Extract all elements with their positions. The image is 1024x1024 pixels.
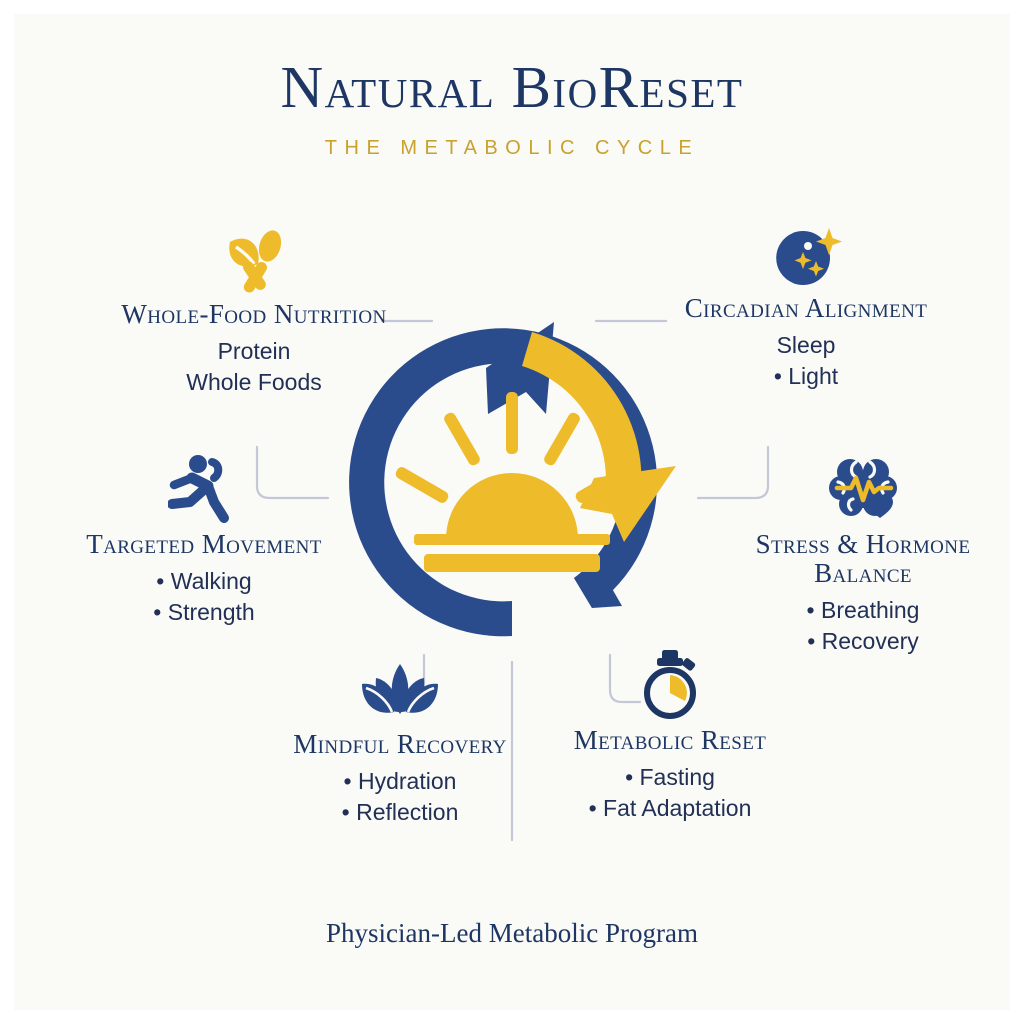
node-items: • Fasting • Fat Adaptation [520,762,820,823]
node-title: Targeted Movement [86,529,322,559]
node-item: • Strength [153,598,255,625]
stopwatch-icon-wrap [520,648,820,722]
running-person-icon-wrap [54,452,354,526]
node-item: Protein [217,338,291,365]
node-items: Protein Whole Foods [104,336,404,397]
moon-stars-icon [768,228,842,285]
node-item: • Breathing [806,597,920,624]
header: Natural BioReset The Metabolic Cycle [0,58,1024,160]
stopwatch-icon [644,650,696,719]
node-item: Whole Foods [186,368,322,395]
node-items: Sleep • Light [656,330,956,391]
node-items: • Hydration • Reflection [250,766,550,827]
node-circadian[interactable]: Circadian Alignment Sleep • Light [656,216,956,391]
node-item: • Hydration [343,768,457,795]
brain-heartbeat-icon [829,459,897,518]
lotus-icon [362,664,438,714]
page-title: Natural BioReset [280,54,744,120]
node-items: • Walking • Strength [54,566,354,627]
running-person-icon [168,455,229,523]
node-item: • Reflection [341,798,459,825]
node-item: • Light [773,362,839,389]
node-mindful[interactable]: Mindful Recovery • Hydration • Reflectio… [250,652,550,827]
page-subtitle: The Metabolic Cycle [324,137,700,159]
node-item: • Recovery [807,627,919,654]
node-title: Metabolic Reset [573,725,767,755]
footer-tagline: Physician-Led Metabolic Program [326,918,698,948]
lotus-icon-wrap [250,652,550,726]
node-movement[interactable]: Targeted Movement • Walking • Strength [54,452,354,627]
node-title: Circadian Alignment [684,293,928,323]
leaf-spoon-icon [229,230,282,293]
node-title: Whole-Food Nutrition [121,299,387,329]
brain-heartbeat-icon-wrap [704,452,1022,526]
moon-stars-icon-wrap [656,216,956,290]
node-stress[interactable]: Stress & Hormone Balance • Breathing • R… [704,452,1022,656]
node-metabolic[interactable]: Metabolic Reset • Fasting • Fat Adaptati… [520,648,820,823]
node-item: • Walking [156,568,252,595]
node-title: Mindful Recovery [293,729,507,759]
node-nutrition[interactable]: Whole-Food Nutrition Protein Whole Foods [104,222,404,397]
node-title: Stress & Hormone Balance [755,529,971,589]
leaf-spoon-icon-wrap [104,222,404,296]
node-item: • Fat Adaptation [588,794,752,821]
node-items: • Breathing • Recovery [704,595,1022,656]
node-item: • Fasting [625,764,715,791]
sunrise-cycle-icon [349,322,676,637]
node-item: Sleep [776,332,836,359]
